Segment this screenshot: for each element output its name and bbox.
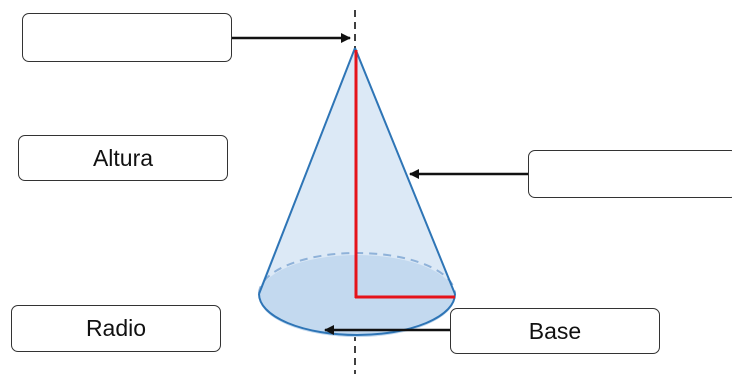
cone-left-side bbox=[258, 47, 356, 295]
cone-base-front-edge bbox=[258, 293, 456, 336]
label-box-radio[interactable]: Radio bbox=[11, 305, 221, 352]
label-box-base[interactable]: Base bbox=[450, 308, 660, 354]
cone-right-side bbox=[354, 47, 456, 295]
label-box-altura[interactable]: Altura bbox=[18, 135, 228, 181]
label-box-vertex[interactable] bbox=[22, 13, 232, 62]
label-box-generatriz[interactable] bbox=[528, 150, 732, 198]
